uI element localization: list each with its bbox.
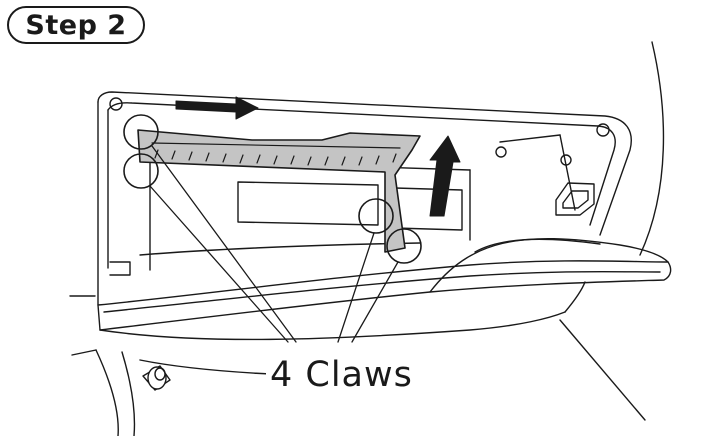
slide-right-arrow	[175, 96, 259, 120]
claw-leader-lines	[149, 145, 399, 343]
step-badge: Step 2	[7, 6, 145, 44]
lift-up-arrow	[429, 135, 461, 217]
filter-cover	[137, 129, 421, 253]
claws-callout: 4 Claws	[266, 353, 417, 397]
claw-circle-center	[358, 198, 394, 234]
claw-circle-right	[386, 228, 422, 264]
claw-circle-mid-left	[123, 153, 159, 189]
claw-markers	[123, 114, 422, 264]
glovebox-door	[97, 237, 672, 341]
knob	[142, 365, 171, 391]
claw-circle-top-left	[123, 114, 159, 150]
step-label: Step 2	[25, 9, 127, 41]
